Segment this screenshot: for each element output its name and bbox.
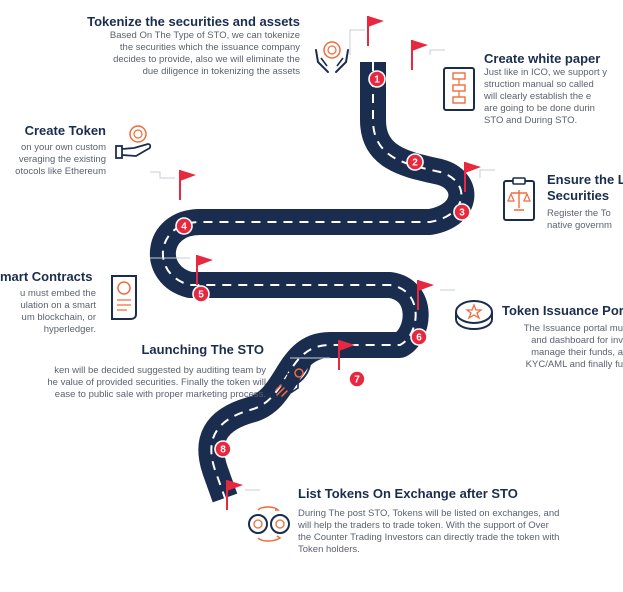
step-marker-number: 7 (354, 375, 360, 386)
step-4-line-3: otocols like Ethereum (15, 166, 106, 177)
step-8-title: List Tokens On Exchange after STO (298, 486, 518, 501)
step-1-title: Tokenize the securities and assets (87, 14, 300, 29)
step-marker-number: 8 (220, 445, 226, 456)
step-marker-number: 5 (198, 290, 204, 301)
step-3-title: Ensure the L (547, 172, 623, 187)
step-3-line-1: Register the To (547, 208, 611, 219)
connector-lines (150, 29, 495, 491)
rocket-icon (275, 360, 312, 397)
step-5-line-2: ulation on a smart (20, 300, 96, 311)
step-4-title: Create Token (24, 123, 106, 138)
step-4-line-2: veraging the existing (18, 154, 106, 165)
step-4-line-1: on your own custom (20, 142, 106, 153)
step-3-title-line-2: Securities (547, 188, 610, 203)
hands-coin-icon (315, 41, 349, 73)
step-4: Create Token on your own custom veraging… (0, 123, 106, 178)
step-6-line-2: and dashboard for inv (531, 335, 623, 346)
step-5-line-1: u must embed the (19, 288, 96, 299)
step-1-line-2: the securities which the issuance compan… (119, 42, 300, 53)
step-marker-number: 6 (416, 333, 422, 344)
step-2-title: Create white paper (484, 51, 601, 66)
step-marker-number: 4 (181, 222, 187, 233)
step-8: List Tokens On Exchange after STO During… (298, 486, 623, 556)
road (150, 62, 475, 503)
step-marker-2: 2 (406, 153, 424, 171)
step-8-line-2: will help the traders to trade token. Wi… (298, 520, 549, 531)
step-5-title: mart Contracts (0, 269, 93, 284)
step-3: Ensure the L Securities Register the To … (547, 172, 623, 232)
step-5-line-3: um blockchain, or (21, 312, 96, 323)
step-1: Tokenize the securities and assets Based… (60, 14, 300, 78)
step-8-line-1: During The post STO, Tokens will be list… (298, 508, 560, 519)
step-6-line-1: The Issuance portal mu (523, 323, 623, 334)
clipboard-scales-icon (503, 177, 535, 221)
flag-marker-6 (417, 280, 434, 310)
flag-marker-5 (196, 255, 213, 285)
step-6: Token Issuance Por The Issuance portal m… (502, 303, 623, 371)
road-lane-dashes (162, 62, 463, 499)
document-flowchart-icon (443, 67, 475, 111)
flag-marker-8 (226, 480, 243, 510)
step-7-title: Launching The STO (141, 342, 264, 357)
step-5-line-4: hyperledger. (43, 324, 96, 335)
step-1-line-1: Based On The Type of STO, we can tokeniz… (109, 30, 300, 41)
step-7-line-3: ease to public sale with proper marketin… (54, 389, 266, 400)
step-8-line-3: the Counter Trading Investors can direct… (298, 532, 560, 543)
flag-marker-2 (411, 40, 428, 70)
step-marker-1: 1 (368, 70, 386, 88)
step-2: Create white paper Just like in ICO, we … (484, 51, 623, 127)
step-2-line-2: struction manual so called (484, 79, 594, 90)
flag-marker-7 (338, 340, 355, 370)
step-2-line-5: STO and During STO. (484, 115, 578, 126)
step-3-line-2: native governm (547, 220, 612, 231)
flag-marker-4 (179, 170, 196, 200)
step-8-line-4: Token holders. (298, 544, 360, 555)
step-7-line-2: he value of provided securities. Finally… (47, 377, 266, 388)
step-2-line-3: will clearly establish the e (484, 91, 592, 102)
step-7-line-1: ken will be decided suggested by auditin… (54, 365, 266, 376)
step-marker-number: 2 (412, 158, 418, 169)
contract-scroll-icon (111, 275, 137, 320)
exchange-coins-icon (248, 506, 290, 542)
step-marker-3: 3 (453, 203, 471, 221)
step-marker-number: 3 (459, 208, 465, 219)
step-2-line-4: are going to be done durin (484, 103, 595, 114)
step-6-line-4: KYC/AML and finally fu (525, 359, 623, 370)
step-1-line-3: decides to provide, also we will elimina… (113, 54, 300, 65)
step-marker-number: 1 (374, 75, 380, 86)
step-marker-4: 4 (175, 217, 193, 235)
step-5: mart Contracts u must embed the ulation … (0, 269, 96, 336)
hand-coin-icon (115, 125, 152, 159)
flag-marker-3 (464, 162, 481, 192)
step-marker-6: 6 (410, 328, 428, 346)
step-7: Launching The STO ken will be decided su… (0, 342, 266, 401)
step-marker-5: 5 (192, 285, 210, 303)
step-1-line-4: due diligence in tokenizing the assets (142, 66, 300, 77)
step-2-line-1: Just like in ICO, we support y (484, 67, 608, 78)
step-6-line-3: manage their funds, a (531, 347, 623, 358)
token-coin-icon (455, 300, 493, 331)
step-marker-7: 7 (348, 370, 366, 388)
step-6-title: Token Issuance Por (502, 303, 623, 318)
flag-marker-1 (367, 16, 384, 46)
step-marker-8: 8 (214, 440, 232, 458)
